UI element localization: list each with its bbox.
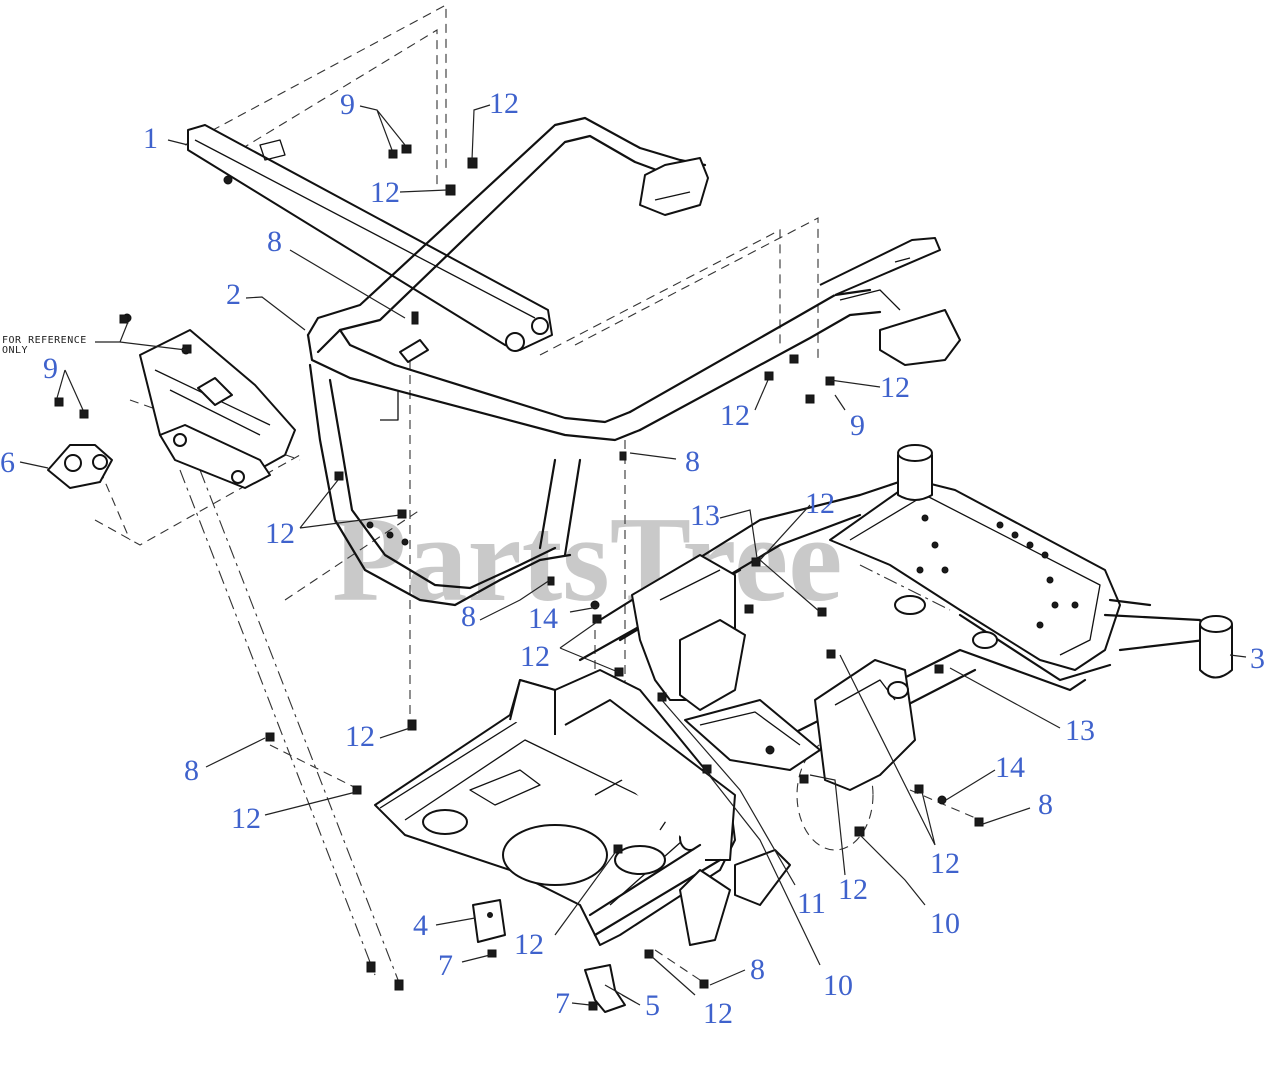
callout-12-mid-right: 12 (720, 399, 750, 432)
callout-13-top: 13 (690, 499, 720, 532)
part-6-bracket (47, 444, 113, 489)
alignment-lines (94, 4, 981, 986)
callout-12-left: 12 (265, 517, 295, 550)
callout-10-right: 10 (930, 907, 960, 940)
callout-10-bottom: 10 (823, 969, 853, 1002)
callout-8-center: 8 (461, 600, 476, 633)
callout-9-top: 9 (340, 88, 355, 121)
callout-5: 5 (645, 989, 660, 1022)
seat-pad-lower (819, 237, 961, 366)
part-4-bracket (472, 899, 506, 943)
callout-12-far-right: 12 (930, 847, 960, 880)
callout-6: 6 (0, 446, 15, 479)
callout-7-lower: 7 (555, 987, 570, 1020)
callout-9-left: 9 (43, 352, 58, 385)
callout-12-lower-right: 12 (838, 873, 868, 906)
part-5-bracket (584, 964, 626, 1013)
callout-12-top: 12 (489, 87, 519, 120)
callout-7-upper: 7 (438, 949, 453, 982)
callout-14-center: 14 (528, 602, 558, 635)
callout-12-mid-left: 12 (345, 720, 375, 753)
callout-2: 2 (226, 278, 241, 311)
callout-4: 4 (413, 909, 428, 942)
callout-11: 11 (797, 887, 826, 920)
callout-12-bottom-center: 12 (514, 928, 544, 961)
callout-12-right: 12 (880, 371, 910, 404)
leader-lines (19, 104, 1247, 1006)
callout-labels: 1 2 3 4 5 6 7 7 8 8 8 8 8 8 9 9 9 10 10 … (0, 87, 1265, 1030)
seat-plate-holes (916, 514, 1079, 629)
center-brackets (631, 554, 916, 791)
floor-pan (374, 669, 791, 946)
callout-12-bottom: 12 (703, 997, 733, 1030)
fasteners (54, 144, 984, 1011)
part-2-seat-frame (306, 116, 882, 607)
reference-foot-plate (122, 313, 296, 489)
callout-12-center: 12 (520, 640, 550, 673)
callout-13-right: 13 (1065, 714, 1095, 747)
callout-8-far-right: 8 (1038, 788, 1053, 821)
reference-note-line-1: FOR REFERENCE (2, 335, 87, 346)
callout-12-lower-left: 12 (231, 802, 261, 835)
watermark: PartsTree (332, 492, 842, 627)
callout-8-bottom: 8 (750, 953, 765, 986)
callout-9-right: 9 (850, 409, 865, 442)
seat-pad-upper (639, 157, 709, 216)
part-1-front-cross-bar (187, 124, 553, 352)
callout-3: 3 (1250, 642, 1265, 675)
callout-8-top: 8 (267, 225, 282, 258)
callout-12-center-top: 12 (805, 487, 835, 520)
callout-8-right: 8 (685, 445, 700, 478)
reference-note-line-2: ONLY (2, 345, 28, 356)
callout-12-upper-left: 12 (370, 176, 400, 209)
callout-14-right: 14 (995, 751, 1025, 784)
callout-1: 1 (143, 122, 158, 155)
callout-8-left: 8 (184, 754, 199, 787)
